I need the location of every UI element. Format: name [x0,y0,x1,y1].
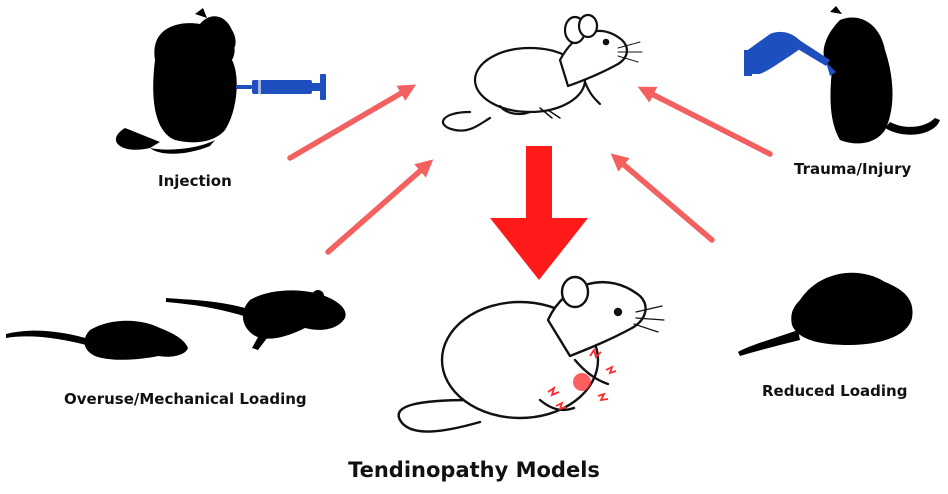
label-overuse-mechanical-loading: Overuse/Mechanical Loading [64,390,307,408]
reduced-loading-rat-silhouette [738,272,913,356]
main-down-arrow [490,146,588,280]
healthy-rat-outline [442,13,643,132]
syringe-icon [236,74,326,100]
overuse-rat-2-silhouette [166,290,346,350]
overuse-rat-1-silhouette [6,320,188,360]
arrow-trauma [637,86,773,157]
contributing-arrows [287,84,773,255]
injection-rat-silhouette [115,8,237,154]
tendinopathy-rat-outline [397,275,665,433]
trauma-rat-silhouette [823,6,940,144]
injury-highlight-marks [547,347,617,411]
arrow-reduced [610,153,715,243]
figure-title: Tendinopathy Models [348,458,600,482]
label-reduced-loading: Reduced Loading [762,382,908,400]
hand-scalpel-icon [744,31,836,76]
arrow-overuse [325,159,434,255]
arrow-injection [287,84,417,161]
label-trauma-injury: Trauma/Injury [794,160,912,178]
label-injection: Injection [158,172,232,190]
